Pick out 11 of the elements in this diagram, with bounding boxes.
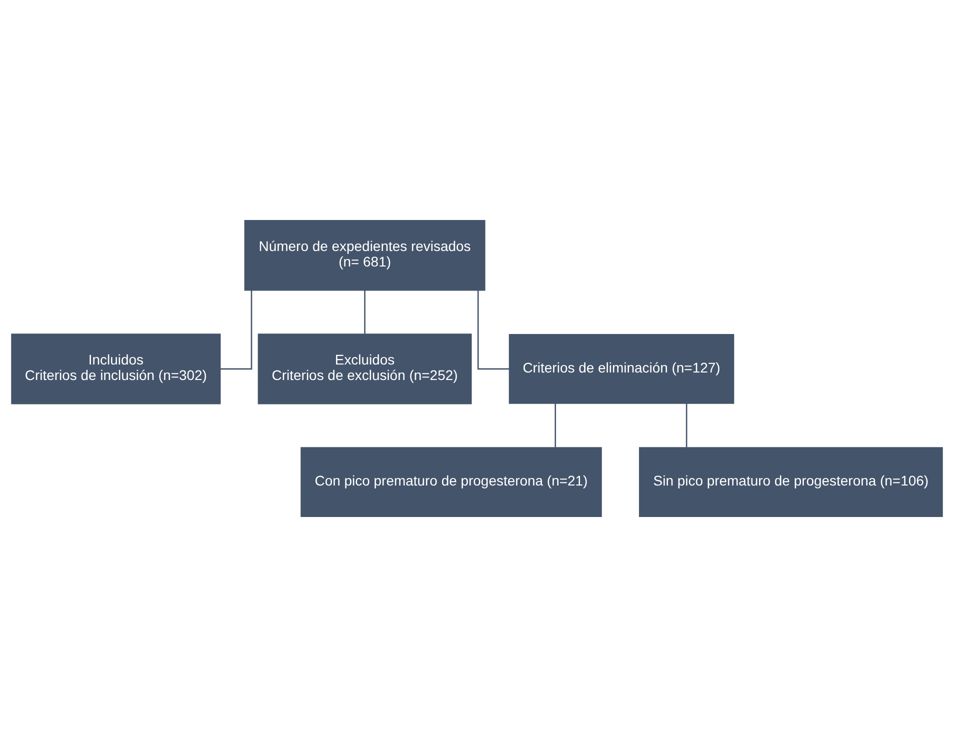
connector (477, 290, 510, 370)
node-box: Criterios de eliminación (n=127) (508, 334, 734, 404)
node-box: Sin pico prematuro de progesterona (n=106) (638, 446, 943, 516)
connector (364, 290, 366, 334)
node-box: Incluidos Criterios de inclusión (n=302) (11, 333, 221, 404)
node-box: Excluidos Criterios de exclusión (n=252) (258, 333, 472, 404)
connector (686, 402, 688, 447)
connector (220, 290, 252, 370)
node-box: Número de expedientes revisados (n= 681) (244, 220, 486, 290)
connector (554, 402, 556, 447)
node-box: Con pico prematuro de progesterona (n=21) (300, 446, 602, 516)
